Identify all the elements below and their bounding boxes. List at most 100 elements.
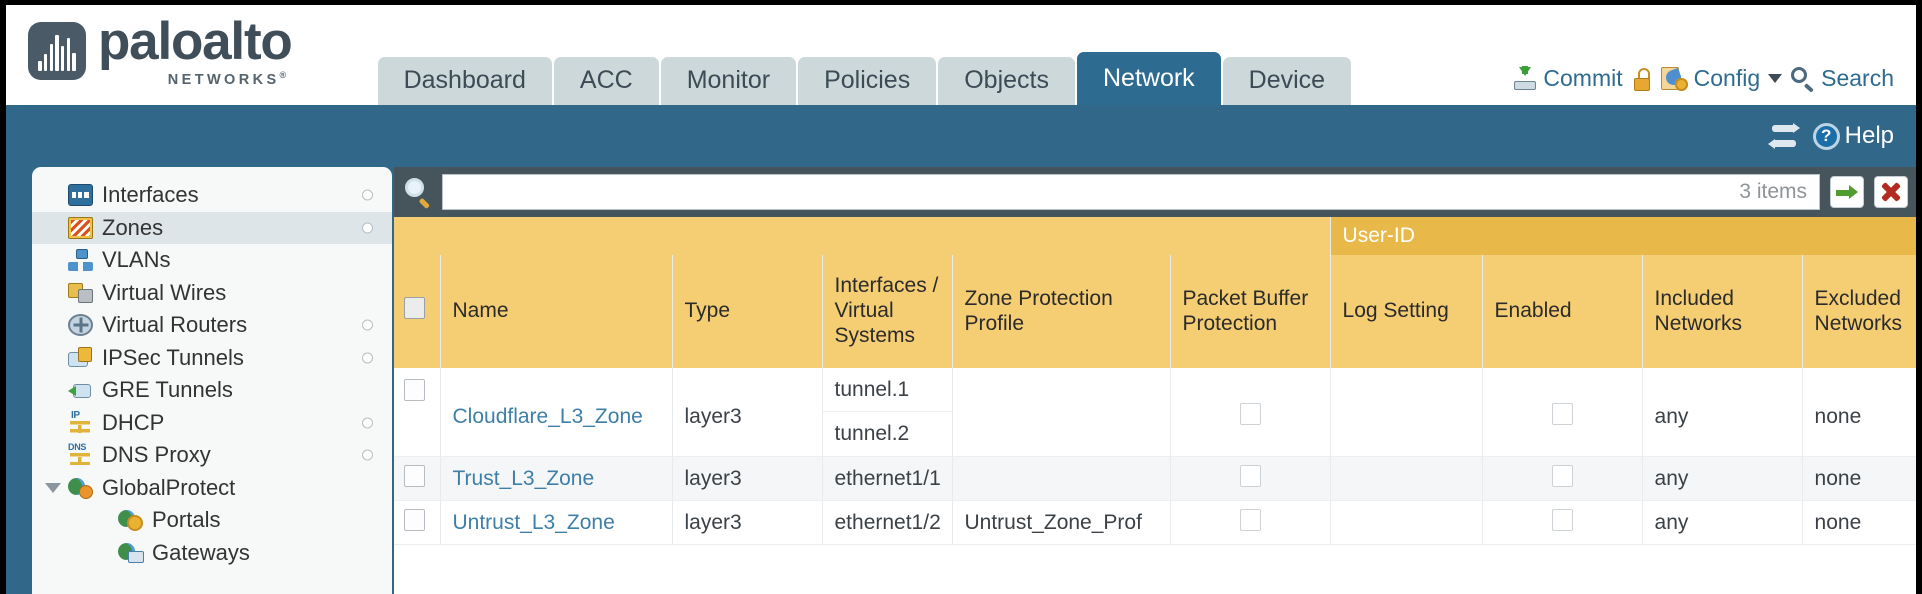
cell-name[interactable]: Untrust_L3_Zone: [440, 500, 673, 545]
interfaces-icon: [68, 184, 93, 207]
expand-triangle-icon[interactable]: [45, 482, 61, 493]
search-input[interactable]: [455, 180, 1732, 204]
sidebar-item-label: Interfaces: [102, 182, 199, 208]
cell-name[interactable]: Trust_L3_Zone: [440, 456, 673, 501]
cell-userid-enabled[interactable]: [1482, 500, 1643, 545]
cell-packet-buffer-protection[interactable]: [1170, 500, 1331, 545]
help-label: Help: [1844, 122, 1894, 149]
sidebar-item-gre-tunnels[interactable]: GRE Tunnels: [32, 374, 392, 407]
zone-name-link[interactable]: Trust_L3_Zone: [452, 466, 595, 490]
table-row[interactable]: Cloudflare_L3_Zone layer3 tunnel.1 tunne…: [394, 368, 1916, 457]
packet-buffer-checkbox[interactable]: [1239, 403, 1261, 425]
tab-device[interactable]: Device: [1222, 57, 1352, 105]
table-row[interactable]: Untrust_L3_Zone layer3 ethernet1/2 Untru…: [394, 500, 1916, 545]
help-icon: ?: [1812, 122, 1840, 150]
green-arrow-icon: [1836, 185, 1858, 199]
packet-buffer-checkbox[interactable]: [1239, 508, 1261, 531]
row-checkbox[interactable]: [404, 464, 425, 487]
col-header-interfaces-l2: Virtual: [834, 299, 894, 323]
sidebar-item-interfaces[interactable]: Interfaces: [32, 179, 392, 212]
sidebar-item-gateways[interactable]: Gateways: [32, 537, 392, 570]
select-all-header[interactable]: [394, 255, 441, 368]
row-select-cell[interactable]: [394, 456, 441, 501]
sidebar-item-virtual-routers[interactable]: Virtual Routers: [32, 309, 392, 342]
items-count-label: 3 items: [1739, 180, 1807, 203]
cell-userid-enabled[interactable]: [1482, 368, 1643, 457]
col-header-pbp-l2: Protection: [1182, 311, 1278, 335]
sidebar-item-label: Zones: [102, 214, 164, 240]
userid-enabled-checkbox[interactable]: [1551, 508, 1573, 531]
cell-name[interactable]: Cloudflare_L3_Zone: [440, 368, 673, 457]
sidebar-status-dot: [362, 189, 373, 201]
sidebar-item-globalprotect[interactable]: GlobalProtect: [32, 472, 392, 505]
sidebar-item-label: DNS Proxy: [102, 442, 211, 468]
col-header-name[interactable]: Name: [440, 255, 673, 368]
cell-excluded-networks: none: [1802, 500, 1916, 545]
filter-search-icon[interactable]: [404, 178, 432, 209]
col-header-interfaces-l3: Systems: [834, 323, 916, 347]
config-icon: [1660, 66, 1688, 91]
cell-excluded-networks: none: [1802, 456, 1916, 501]
col-header-zone-protection-profile[interactable]: Zone Protection Profile: [952, 255, 1171, 368]
tab-objects[interactable]: Objects: [938, 57, 1075, 105]
row-checkbox[interactable]: [404, 379, 425, 401]
tab-dashboard[interactable]: Dashboard: [377, 57, 552, 105]
config-menu[interactable]: Config: [1660, 65, 1783, 92]
filter-search-box[interactable]: 3 items: [442, 174, 1820, 210]
col-header-userid-enabled[interactable]: Enabled: [1482, 255, 1643, 368]
zones-icon: [68, 216, 93, 239]
col-header-packet-buffer-protection[interactable]: Packet Buffer Protection: [1170, 255, 1331, 368]
row-select-cell[interactable]: [394, 500, 441, 545]
unlock-icon[interactable]: [1632, 67, 1652, 91]
tab-monitor[interactable]: Monitor: [660, 57, 797, 105]
help-button[interactable]: ? Help: [1812, 122, 1894, 150]
cell-type: layer3: [672, 500, 823, 545]
palo-alto-logo: paloalto NETWORKS®: [6, 15, 293, 105]
col-header-pbp-l1: Packet Buffer: [1182, 286, 1309, 310]
zones-table-body: Cloudflare_L3_Zone layer3 tunnel.1 tunne…: [394, 368, 1916, 585]
sidebar-item-zones[interactable]: Zones: [32, 211, 392, 244]
cell-packet-buffer-protection[interactable]: [1170, 456, 1331, 501]
col-header-excluded-l1: Excluded: [1814, 286, 1901, 310]
clear-filter-button[interactable]: [1874, 176, 1908, 208]
col-header-interfaces[interactable]: Interfaces / Virtual Systems: [822, 255, 953, 368]
search-button[interactable]: Search: [1791, 65, 1894, 93]
sidebar-item-ipsec-tunnels[interactable]: IPSec Tunnels: [32, 342, 392, 375]
col-header-interfaces-l1: Interfaces /: [834, 274, 939, 298]
brand-registered: ®: [279, 69, 290, 80]
cell-userid-enabled[interactable]: [1482, 456, 1643, 501]
tab-policies[interactable]: Policies: [798, 57, 937, 105]
sidebar-item-dns-proxy[interactable]: DNS Proxy: [32, 439, 392, 472]
zone-name-link[interactable]: Cloudflare_L3_Zone: [452, 405, 643, 428]
packet-buffer-checkbox[interactable]: [1239, 464, 1261, 487]
portals-icon: [118, 509, 143, 532]
select-all-checkbox[interactable]: [404, 297, 425, 320]
table-row[interactable]: Trust_L3_Zone layer3 ethernet1/1: [394, 456, 1916, 501]
col-header-included-l1: Included: [1654, 286, 1734, 310]
sidebar-item-dhcp[interactable]: DHCP: [32, 407, 392, 440]
virtual-wires-icon: [68, 282, 93, 304]
userid-enabled-checkbox[interactable]: [1551, 464, 1573, 487]
app-header: paloalto NETWORKS® Dashboard ACC Monitor…: [6, 5, 1916, 105]
sidebar-item-portals[interactable]: Portals: [32, 504, 392, 537]
cell-zone-protection-profile: Untrust_Zone_Prof: [952, 500, 1171, 545]
col-header-log-setting[interactable]: Log Setting: [1330, 255, 1483, 368]
col-header-excluded-networks[interactable]: Excluded Networks: [1802, 255, 1916, 368]
zone-name-link[interactable]: Untrust_L3_Zone: [452, 510, 615, 534]
refresh-icon[interactable]: [1767, 123, 1800, 149]
commit-label: Commit: [1543, 65, 1623, 91]
sidebar-item-virtual-wires[interactable]: Virtual Wires: [32, 277, 392, 310]
row-checkbox[interactable]: [404, 508, 425, 531]
commit-button[interactable]: Commit: [1513, 65, 1623, 92]
col-header-type[interactable]: Type: [672, 255, 823, 368]
sidebar-item-label: Virtual Routers: [102, 312, 248, 338]
tab-network[interactable]: Network: [1076, 52, 1221, 105]
col-header-included-networks[interactable]: Included Networks: [1642, 255, 1803, 368]
tab-acc[interactable]: ACC: [553, 57, 659, 105]
sidebar-item-vlans[interactable]: VLANs: [32, 244, 392, 277]
table-group-header-row: User-ID: [394, 217, 1916, 255]
apply-filter-button[interactable]: [1830, 176, 1864, 208]
userid-enabled-checkbox[interactable]: [1551, 403, 1573, 425]
cell-packet-buffer-protection[interactable]: [1170, 368, 1331, 457]
row-select-cell[interactable]: [394, 368, 441, 457]
